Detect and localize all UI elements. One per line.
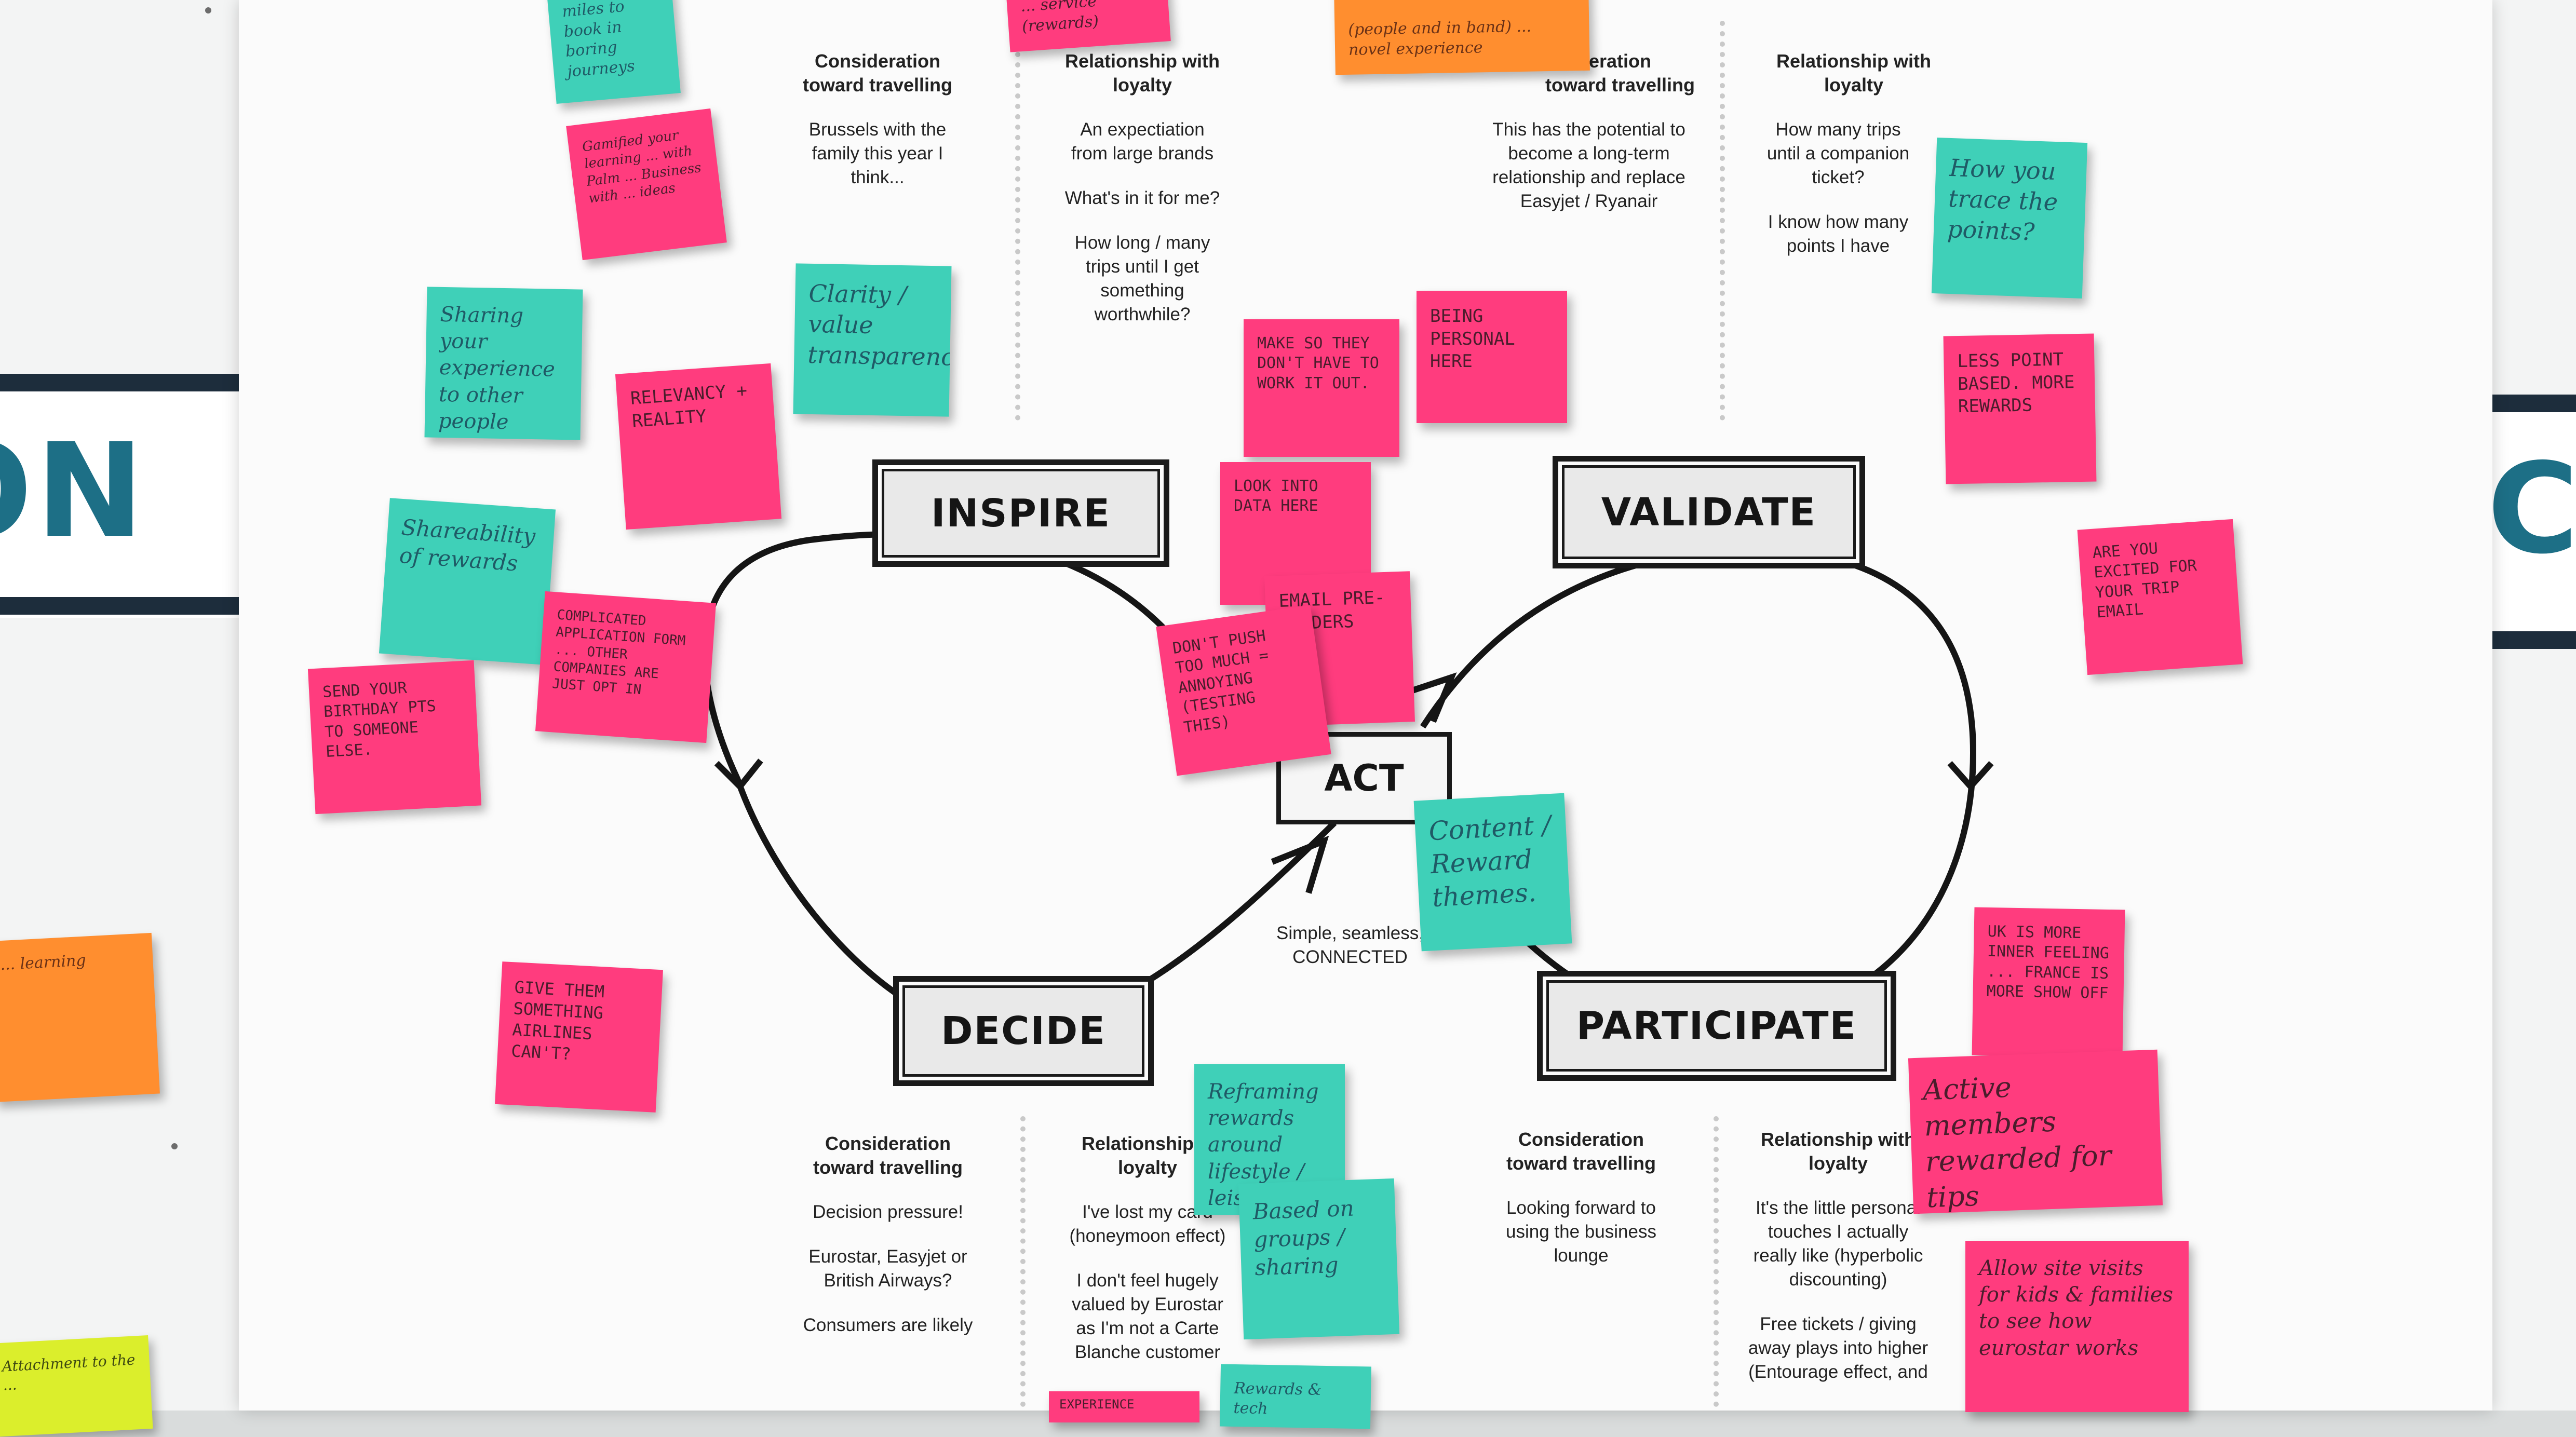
separator-top-2 bbox=[1720, 21, 1725, 421]
column-text: Decision pressure! bbox=[813, 1202, 963, 1222]
sticky-note[interactable]: Clarity / value transparency bbox=[793, 263, 952, 417]
stage-decide: DECIDE bbox=[893, 976, 1154, 1086]
sticky-note[interactable]: BEING PERSONAL HERE bbox=[1417, 291, 1567, 423]
arrowhead-act-left bbox=[1271, 835, 1329, 894]
arrowhead-left bbox=[714, 758, 763, 791]
sticky-note[interactable]: ... learning bbox=[0, 932, 160, 1103]
sticky-note[interactable]: COMPLICATED APPLICATION FORM ... OTHER C… bbox=[535, 591, 717, 743]
sticky-note[interactable]: MAKE SO THEY DON'T HAVE TO WORK IT OUT. bbox=[1244, 319, 1399, 457]
center-caption: Simple, seamless, CONNECTED bbox=[1257, 921, 1444, 969]
sticky-note[interactable]: DON'T PUSH TOO MUCH = ANNOYING (TESTING … bbox=[1156, 605, 1331, 776]
stage-decide-label: DECIDE bbox=[941, 1009, 1106, 1053]
right-loop bbox=[1420, 546, 1977, 1026]
stage-inspire-label: INSPIRE bbox=[930, 491, 1111, 536]
column-text: I've lost my card(honeymoon effect) bbox=[1069, 1202, 1226, 1246]
sticky-note[interactable]: SEND YOUR BIRTHDAY PTS TO SOMEONE ELSE. bbox=[307, 660, 482, 815]
right-banner: C bbox=[2487, 395, 2576, 649]
stage-participate: PARTICIPATE bbox=[1537, 971, 1896, 1081]
stage-inspire: INSPIRE bbox=[872, 459, 1169, 567]
separator-bottom-1 bbox=[1020, 1116, 1026, 1407]
sticky-note[interactable]: Based on groups / sharing bbox=[1238, 1178, 1400, 1340]
pushpin bbox=[205, 7, 211, 13]
sticky-note[interactable]: Active members rewarded for tips bbox=[1908, 1049, 2163, 1214]
right-banner-text: C bbox=[2487, 436, 2576, 581]
sticky-note[interactable]: EXPERIENCE bbox=[1049, 1391, 1199, 1422]
arrowhead-act-right bbox=[1411, 672, 1457, 723]
sticky-note[interactable]: How you trace the points? bbox=[1931, 138, 2088, 299]
separator-top-1 bbox=[1015, 21, 1020, 421]
sticky-note[interactable]: LESS POINT BASED. MORE REWARDS bbox=[1943, 333, 2097, 484]
left-panel bbox=[0, 0, 244, 1411]
stage-participate-label: PARTICIPATE bbox=[1576, 1004, 1857, 1048]
separator-bottom-2 bbox=[1714, 1116, 1719, 1407]
caption-line: Simple, seamless, bbox=[1276, 923, 1424, 943]
caption-line: CONNECTED bbox=[1292, 947, 1408, 967]
right-panel bbox=[2487, 0, 2576, 1411]
sticky-note[interactable]: Allow site visits for kids & families to… bbox=[1965, 1241, 2189, 1412]
arrowhead-right bbox=[1947, 761, 1994, 792]
stage-validate: VALIDATE bbox=[1553, 456, 1865, 568]
sticky-note[interactable]: RELEVANCY + REALITY bbox=[615, 363, 782, 530]
left-banner-text: ON bbox=[0, 415, 147, 566]
column-text: Consumers are likely bbox=[803, 1315, 973, 1335]
sticky-note[interactable]: Gamified your learning ... with Palm ...… bbox=[566, 108, 727, 261]
sticky-note[interactable]: (people and in band) ... novel experienc… bbox=[1333, 0, 1590, 75]
sticky-note[interactable]: GIVE THEM SOMETHING AIRLINES CAN'T? bbox=[495, 961, 663, 1113]
pushpin bbox=[171, 1143, 178, 1149]
sticky-note[interactable]: Attachment to the ... bbox=[0, 1335, 153, 1437]
sticky-note[interactable]: ARE YOU EXCITED FOR YOUR TRIP EMAIL bbox=[2077, 519, 2243, 675]
left-banner: ON bbox=[0, 374, 244, 618]
sticky-note[interactable]: Shareability of rewards bbox=[379, 498, 556, 665]
sticky-note[interactable]: Sharing your experience to other people bbox=[424, 287, 583, 440]
sticky-note[interactable]: UK IS MORE INNER FEELING ... FRANCE IS M… bbox=[1972, 907, 2125, 1058]
sticky-note[interactable]: Rewards & tech bbox=[1219, 1364, 1372, 1429]
stage-validate-label: VALIDATE bbox=[1601, 490, 1817, 535]
stage-act-label: ACT bbox=[1324, 757, 1404, 799]
sticky-note[interactable]: Gather miles to book in boring journeys bbox=[545, 0, 681, 104]
left-loop bbox=[702, 531, 1337, 1033]
column-text: What's in it for me? bbox=[1064, 188, 1220, 208]
sticky-note[interactable]: Content / Reward themes. bbox=[1413, 793, 1572, 952]
